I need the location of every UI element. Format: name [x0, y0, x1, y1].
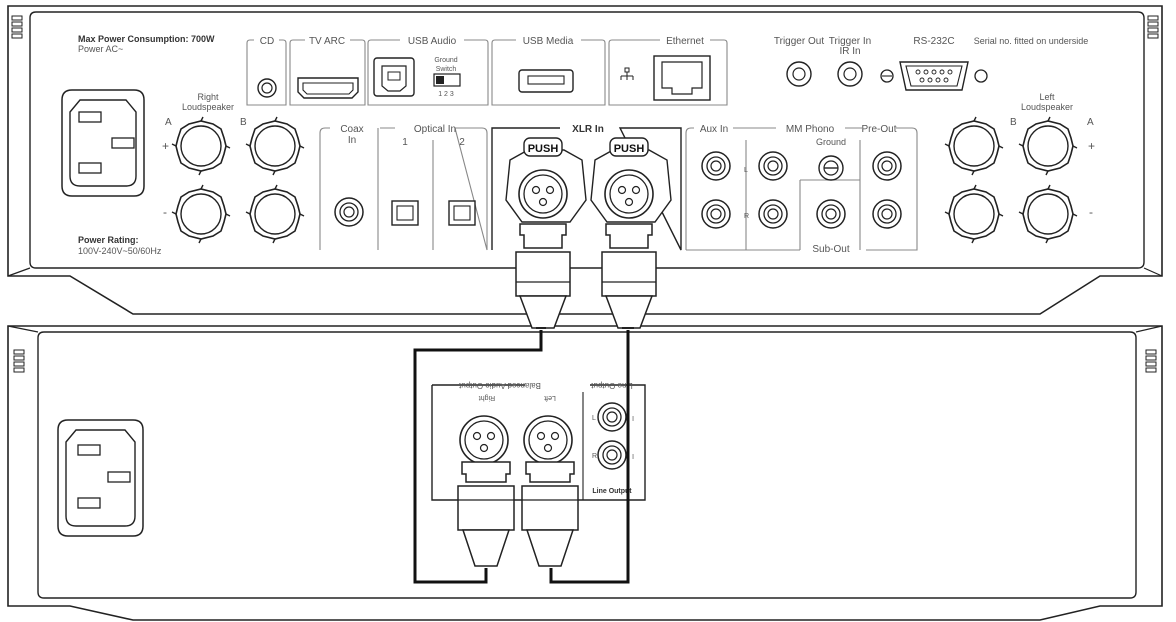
line-out-r-jack [597, 440, 627, 470]
iec-power-inlet-lower [57, 419, 144, 537]
xlr-in-left-socket: PUSH [590, 137, 672, 223]
sub-out-jack [816, 199, 846, 229]
usb-media-port-group: USB Media [491, 36, 606, 106]
optical-1-label: 1 [402, 137, 408, 148]
xlr-plug-lower-right [457, 461, 515, 567]
ground-switch-label-2: Switch [436, 66, 457, 73]
optical-in-1-port [391, 200, 419, 226]
upper-unit: Max Power Consumption: 700W Power AC~ Po… [7, 5, 1163, 315]
power-ac-label: Power AC~ [78, 44, 123, 54]
left-output-label: Left [544, 394, 556, 401]
cd-port-group: CD [246, 36, 287, 106]
network-icon [620, 67, 634, 80]
xlr-in-right-socket: PUSH [505, 137, 587, 223]
coax-optical-panel: Coax In Optical In 1 2 [319, 124, 488, 251]
usb-audio-port-group: USB Audio Ground Switch 1 2 3 [367, 36, 489, 106]
xlr-cable-left [549, 223, 657, 584]
rs232c-group: RS-232C Serial no. fitted on underside [880, 36, 1089, 91]
optical-2-label: 2 [459, 137, 465, 148]
right-loudspeaker-label-2: Loudspeaker [182, 102, 234, 112]
right-loudspeaker-label-1: Right [197, 92, 219, 102]
lower-unit: Balanced Audio Output Line Output Right … [7, 325, 1163, 621]
ground-label: Ground [816, 137, 846, 147]
phono-r-jack [758, 199, 788, 229]
phono-r-label: R [744, 213, 749, 220]
tv-arc-label: TV ARC [309, 36, 345, 47]
cd-label: CD [260, 36, 274, 47]
right-terminal-b-label: B [240, 117, 247, 128]
aux-in-r-jack [701, 199, 731, 229]
sub-out-label: Sub-Out [812, 244, 849, 255]
line-output-bottom-label: Line Output [592, 488, 632, 495]
pre-out-label: Pre-Out [861, 124, 896, 135]
ir-in-label: IR In [839, 46, 860, 57]
left-loudspeaker-label-2: Loudspeaker [1021, 102, 1073, 112]
ground-post [818, 155, 844, 181]
line-out-r-label: R [592, 453, 597, 460]
push-label-right: PUSH [614, 143, 645, 155]
line-out-l-label: L [592, 415, 596, 422]
coax-in-jack [334, 197, 364, 227]
trigger-in-label: Trigger In [829, 36, 871, 47]
serial-note: Serial no. fitted on underside [974, 36, 1089, 46]
coax-label-1: Coax [340, 124, 363, 135]
usb-media-label: USB Media [523, 36, 574, 47]
iec-power-inlet-upper [61, 89, 145, 197]
mm-phono-label: MM Phono [786, 124, 835, 135]
left-loudspeaker-label-1: Left [1039, 92, 1055, 102]
analog-io-panel: Aux In MM Phono Ground Pre-Out Sub-Out L… [685, 124, 918, 255]
max-power-label: Max Power Consumption: 700W [78, 34, 215, 44]
left-minus-label: - [1089, 205, 1093, 219]
line-out-l-jack [597, 402, 627, 432]
left-plus-label: + [1088, 139, 1095, 153]
trigger-out-label: Trigger Out [774, 36, 824, 47]
xlr-cable-right [413, 223, 571, 584]
ground-switch-positions: 1 2 3 [438, 91, 454, 98]
xlr-plug-lower-left [521, 461, 579, 567]
coax-label-2: In [348, 135, 356, 146]
ethernet-port-group: Ethernet [608, 36, 728, 106]
usb-audio-label: USB Audio [408, 36, 457, 47]
output-panel: Balanced Audio Output Line Output Right … [431, 381, 646, 501]
xlr-in-label: XLR In [572, 124, 604, 135]
left-terminal-b-label: B [1010, 117, 1017, 128]
left-terminal-a-label: A [1087, 117, 1094, 128]
optical-in-2-port [448, 200, 476, 226]
balanced-out-left-socket [523, 415, 573, 465]
optical-in-label: Optical In [414, 124, 456, 135]
svg-text:I: I [632, 414, 634, 421]
pre-out-l-jack [872, 151, 902, 181]
phono-l-label: L [744, 167, 748, 174]
trigger-ir-group: Trigger Out Trigger In IR In [774, 36, 871, 87]
balanced-audio-output-label: Balanced Audio Output [458, 381, 541, 390]
right-terminal-a-label: A [165, 117, 172, 128]
right-plus-label: + [162, 139, 169, 153]
right-minus-label: - [163, 205, 167, 219]
ground-switch-label-1: Ground [434, 57, 457, 64]
balanced-out-right-socket [459, 415, 509, 465]
ethernet-label: Ethernet [666, 36, 704, 47]
push-label-left: PUSH [528, 143, 559, 155]
rs232c-label: RS-232C [913, 36, 954, 47]
power-rating-title: Power Rating: [78, 235, 139, 245]
svg-text:I: I [632, 452, 634, 459]
pre-out-r-jack [872, 199, 902, 229]
xlr-in-panel: XLR In PUSH PUSH [491, 124, 682, 251]
aux-in-l-jack [701, 151, 731, 181]
power-rating-value: 100V-240V~50/60Hz [78, 246, 162, 256]
aux-in-label: Aux In [700, 124, 728, 135]
tv-arc-port-group: TV ARC [289, 36, 366, 106]
phono-l-jack [758, 151, 788, 181]
line-output-top-label: Line Output [591, 381, 633, 390]
right-output-label: Right [479, 394, 495, 401]
